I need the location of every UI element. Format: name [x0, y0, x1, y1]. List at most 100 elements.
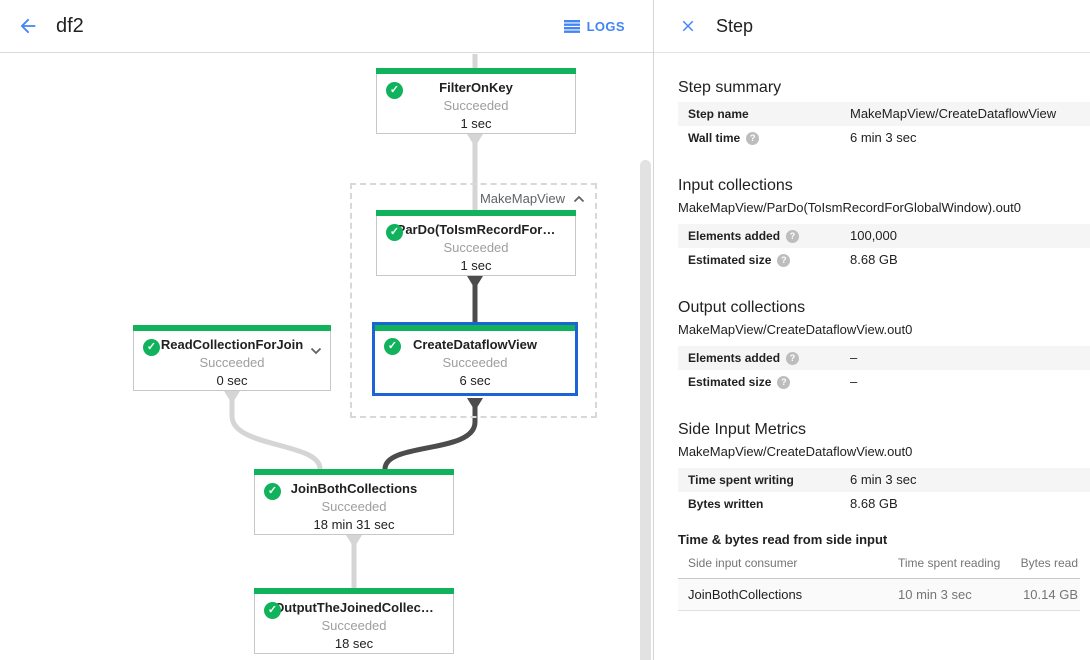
- node-status: Succeeded: [321, 499, 387, 514]
- status-bar: [375, 325, 575, 331]
- help-icon[interactable]: ?: [746, 132, 760, 145]
- metric-row-step-name: Step name MakeMapView/CreateDataflowView: [678, 102, 1090, 126]
- logs-button-label: LOGS: [586, 19, 625, 34]
- group-label[interactable]: MakeMapView: [480, 191, 585, 206]
- graph-node-readcollectionforjoin[interactable]: ✓ ReadCollectionForJoin Succeeded 0 sec: [133, 325, 331, 391]
- status-bar: [133, 325, 331, 331]
- column-header-time-reading: Time spent reading: [888, 550, 1005, 579]
- graph-vertical-scrollbar[interactable]: [640, 160, 651, 660]
- status-bar: [254, 469, 454, 475]
- section-heading-output-collections: Output collections: [678, 299, 806, 316]
- node-duration: 0 sec: [216, 373, 248, 388]
- chevron-up-icon: [573, 195, 585, 202]
- node-duration: 18 sec: [334, 636, 374, 651]
- help-icon[interactable]: ?: [786, 230, 800, 243]
- step-detail-panel: Step Step summary Step name MakeMapView/…: [654, 0, 1090, 660]
- section-heading-side-input-metrics: Side Input Metrics: [678, 421, 807, 438]
- column-header-consumer: Side input consumer: [678, 550, 888, 579]
- metric-label: Elements added: [688, 229, 781, 243]
- side-input-table: Side input consumer Time spent reading B…: [678, 550, 1080, 611]
- section-heading-step-summary: Step summary: [678, 79, 782, 96]
- metric-row-estimated-size: Estimated size? 8.68 GB: [678, 248, 1090, 272]
- metric-value: –: [850, 374, 858, 389]
- graph-node-pardo[interactable]: ✓ ParDo(ToIsmRecordFor… Succeeded 1 sec: [376, 210, 576, 276]
- input-collection-name: MakeMapView/ParDo(ToIsmRecordForGlobalWi…: [678, 200, 1021, 215]
- metric-value: –: [850, 350, 858, 365]
- job-header: df2 LOGS: [0, 0, 653, 53]
- panel-title: Step: [716, 15, 754, 36]
- metric-row-bytes-written: Bytes written 8.68 GB: [678, 492, 1090, 516]
- cell-bytes-read: 10.14 GB: [1005, 578, 1080, 611]
- panel-content: Step summary Step name MakeMapView/Creat…: [654, 78, 1090, 611]
- metric-value: 8.68 GB: [850, 252, 898, 267]
- cell-time-reading: 10 min 3 sec: [888, 578, 1005, 611]
- graph-edges: [224, 54, 483, 588]
- side-input-table-title: Time & bytes read from side input: [678, 532, 888, 547]
- metric-row-elements-added: Elements added? –: [678, 346, 1090, 370]
- metric-label: Wall time: [688, 131, 741, 145]
- help-icon[interactable]: ?: [777, 254, 791, 267]
- metric-row-time-spent-writing: Time spent writing 6 min 3 sec: [678, 468, 1090, 492]
- back-button[interactable]: [12, 10, 44, 42]
- status-bar: [376, 68, 576, 74]
- job-title: df2: [56, 14, 84, 37]
- metric-value: MakeMapView/CreateDataflowView: [850, 106, 1057, 121]
- node-duration: 1 sec: [460, 116, 492, 131]
- side-input-collection-name: MakeMapView/CreateDataflowView.out0: [678, 444, 913, 459]
- status-bar: [254, 588, 454, 594]
- node-duration: 6 sec: [459, 373, 491, 388]
- metric-row-estimated-size: Estimated size? –: [678, 370, 1090, 394]
- success-check-icon: ✓: [384, 338, 401, 355]
- node-title: JoinBothCollections: [290, 481, 418, 496]
- metric-label: Time spent writing: [688, 473, 794, 487]
- graph-node-createdataflowview-selected[interactable]: ✓ CreateDataflowView Succeeded 6 sec: [372, 322, 578, 396]
- node-status: Succeeded: [321, 618, 387, 633]
- expand-node-button[interactable]: [310, 342, 322, 360]
- logs-list-icon: [563, 20, 580, 33]
- success-check-icon: ✓: [264, 602, 281, 619]
- metric-value: 100,000: [850, 228, 897, 243]
- node-status: Succeeded: [443, 240, 509, 255]
- help-icon[interactable]: ?: [777, 376, 791, 389]
- node-title: CreateDataflowView: [412, 337, 538, 352]
- help-icon[interactable]: ?: [786, 352, 800, 365]
- success-check-icon: ✓: [143, 339, 160, 356]
- table-row: JoinBothCollections 10 min 3 sec 10.14 G…: [678, 578, 1080, 611]
- metric-label: Bytes written: [688, 497, 764, 511]
- table-header-row: Side input consumer Time spent reading B…: [678, 550, 1080, 579]
- node-status: Succeeded: [199, 355, 265, 370]
- step-summary-rows: Step name MakeMapView/CreateDataflowView…: [678, 102, 1090, 150]
- node-title: FilterOnKey: [439, 80, 513, 95]
- node-title: ReadCollectionForJoin: [160, 337, 304, 352]
- step-panel-header: Step: [654, 0, 1090, 53]
- section-heading-input-collections: Input collections: [678, 177, 793, 194]
- status-bar: [376, 210, 576, 216]
- success-check-icon: ✓: [386, 82, 403, 99]
- logs-button[interactable]: LOGS: [563, 0, 625, 53]
- node-status: Succeeded: [442, 355, 508, 370]
- group-label-text: MakeMapView: [479, 191, 565, 206]
- metric-value: 8.68 GB: [850, 496, 898, 511]
- graph-node-filteronkey[interactable]: ✓ FilterOnKey Succeeded 1 sec: [376, 68, 576, 134]
- job-graph-canvas[interactable]: MakeMapView ✓ FilterOnKey Succeeded 1 se…: [0, 54, 653, 660]
- success-check-icon: ✓: [386, 224, 403, 241]
- graph-node-outputthejoined[interactable]: ✓ OutputTheJoinedCollec… Succeeded 18 se…: [254, 588, 454, 654]
- transform-group-makemapview: MakeMapView: [350, 183, 597, 418]
- metric-row-elements-added: Elements added? 100,000: [678, 224, 1090, 248]
- metric-label: Step name: [688, 107, 749, 121]
- cell-consumer: JoinBothCollections: [678, 578, 888, 611]
- column-header-bytes-read: Bytes read: [1005, 550, 1080, 579]
- metric-label: Estimated size: [688, 253, 772, 267]
- graph-node-joinbothcollections[interactable]: ✓ JoinBothCollections Succeeded 18 min 3…: [254, 469, 454, 535]
- chevron-down-icon: [310, 347, 322, 355]
- output-collection-rows: Elements added? – Estimated size? –: [678, 346, 1090, 394]
- output-collection-name: MakeMapView/CreateDataflowView.out0: [678, 322, 913, 337]
- metric-row-wall-time: Wall time? 6 min 3 sec: [678, 126, 1090, 150]
- close-panel-button[interactable]: [672, 10, 704, 42]
- success-check-icon: ✓: [264, 483, 281, 500]
- back-arrow-icon: [20, 18, 36, 34]
- node-title: ParDo(ToIsmRecordFor…: [396, 222, 556, 237]
- metric-value: 6 min 3 sec: [850, 472, 917, 487]
- metric-label: Estimated size: [688, 375, 772, 389]
